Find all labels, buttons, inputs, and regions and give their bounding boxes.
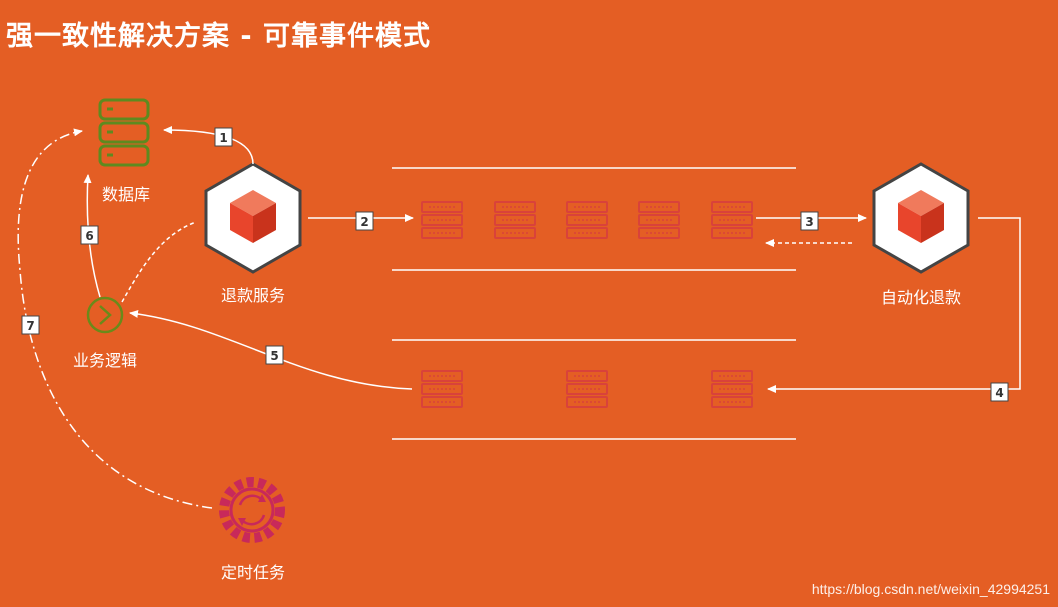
queue-message-icon (494, 201, 536, 239)
connectors (17, 126, 1021, 509)
business-logic-icon (86, 296, 124, 334)
queue-bottom-lines (392, 339, 796, 440)
step-badge-7: 7 (21, 315, 40, 335)
queue-top-lines (392, 167, 796, 271)
queue-message-icon (421, 201, 463, 239)
scheduled-task-label: 定时任务 (221, 563, 285, 582)
svg-text:4: 4 (995, 386, 1003, 400)
svg-text:5: 5 (270, 349, 278, 363)
svg-text:2: 2 (360, 215, 368, 229)
queue-message-icon (566, 201, 608, 239)
arrow-step-7 (17, 128, 213, 509)
refund-service-label: 退款服务 (221, 286, 285, 305)
queue-message-icon (711, 201, 753, 239)
queue-message-icon (421, 370, 463, 408)
queue-message-icon (638, 201, 680, 239)
watermark: https://blog.csdn.net/weixin_42994251 (811, 581, 1050, 597)
service-cube-icon (872, 162, 970, 274)
step-badge-1: 1 (214, 127, 233, 147)
event-queue-bottom (421, 370, 753, 408)
svg-text:7: 7 (26, 319, 34, 333)
step-badge-3: 3 (800, 211, 819, 231)
auto-refund-label: 自动化退款 (881, 288, 961, 307)
event-queue-top (421, 201, 753, 239)
step-badge-4: 4 (990, 382, 1009, 402)
svg-text:6: 6 (85, 229, 93, 243)
queue-message-icon (566, 370, 608, 408)
arrow-step-6 (83, 174, 101, 298)
step-badge-5: 5 (265, 345, 284, 365)
database-label: 数据库 (102, 185, 150, 204)
business-logic-label: 业务逻辑 (73, 351, 137, 370)
service-cube-icon (204, 162, 302, 274)
page-title: 强一致性解决方案 - 可靠事件模式 (6, 21, 432, 52)
arrow-step-4 (767, 217, 1021, 393)
queue-message-icon (711, 370, 753, 408)
arrow-step-1 (163, 126, 254, 165)
database-icon (98, 98, 150, 167)
gear-icon (219, 477, 285, 543)
dashed-link (121, 221, 197, 303)
svg-text:3: 3 (805, 215, 813, 229)
step-badge-2: 2 (355, 211, 374, 231)
step-badge-6: 6 (80, 225, 99, 245)
svg-text:1: 1 (219, 131, 227, 145)
